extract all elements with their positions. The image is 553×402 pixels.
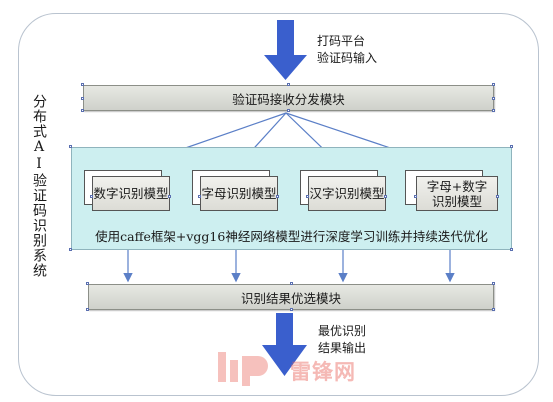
selection-handle <box>86 282 89 285</box>
selection-handle <box>81 83 84 86</box>
selection-handle <box>510 248 513 251</box>
selection-handle <box>290 308 293 311</box>
selection-handle <box>287 109 290 112</box>
model-card-3-label: 汉字识别模型 <box>309 186 385 201</box>
selection-handle <box>90 195 93 198</box>
input-arrow <box>264 20 307 80</box>
model-card-2-label: 字母识别模型 <box>201 186 277 201</box>
input-label: 打码平台 验证码输入 <box>317 34 378 65</box>
model-card-1-label: 数字识别模型 <box>93 186 169 201</box>
system-title: 分布式AI验证码识别系统 <box>31 94 47 278</box>
selection-handle <box>492 109 495 112</box>
model-card-3: 汉字识别模型 <box>308 176 386 211</box>
selection-handle <box>276 195 279 198</box>
model-card-4: 字母+数字识别模型 <box>416 176 498 211</box>
selection-handle <box>384 195 387 198</box>
selection-handle <box>81 109 84 112</box>
selection-handle <box>496 195 499 198</box>
selection-handle <box>168 195 171 198</box>
selection-handle <box>81 97 84 100</box>
selection-handle <box>492 308 495 311</box>
selection-handle <box>492 83 495 86</box>
model-card-2: 字母识别模型 <box>200 176 278 211</box>
receive-dispatch-module-label: 验证码接收分发模块 <box>232 91 345 107</box>
watermark-text: 雷锋网 <box>290 360 356 384</box>
result-selection-module-label: 识别结果优选模块 <box>240 290 341 306</box>
selection-handle <box>198 195 201 198</box>
selection-handle <box>306 195 309 198</box>
selection-handle <box>86 308 89 311</box>
selection-handle <box>414 195 417 198</box>
selection-handle <box>492 97 495 100</box>
model-card-4-label: 字母+数字识别模型 <box>426 178 488 209</box>
output-label: 最优识别 结果输出 <box>318 324 367 355</box>
receive-dispatch-module: 验证码接收分发模块 <box>83 85 494 111</box>
selection-handle <box>492 282 495 285</box>
selection-handle <box>69 248 72 251</box>
panel-caption: 使用caffe框架+vgg16神经网络模型进行深度学习训练并持续迭代优化 <box>95 229 488 244</box>
selection-handle <box>287 83 290 86</box>
result-selection-module: 识别结果优选模块 <box>88 284 494 310</box>
model-card-1: 数字识别模型 <box>92 176 170 211</box>
selection-handle <box>290 282 293 285</box>
watermark-logo-icon <box>218 352 268 386</box>
output-arrow <box>262 313 307 376</box>
selection-handle <box>510 145 513 148</box>
selection-handle <box>69 145 72 148</box>
